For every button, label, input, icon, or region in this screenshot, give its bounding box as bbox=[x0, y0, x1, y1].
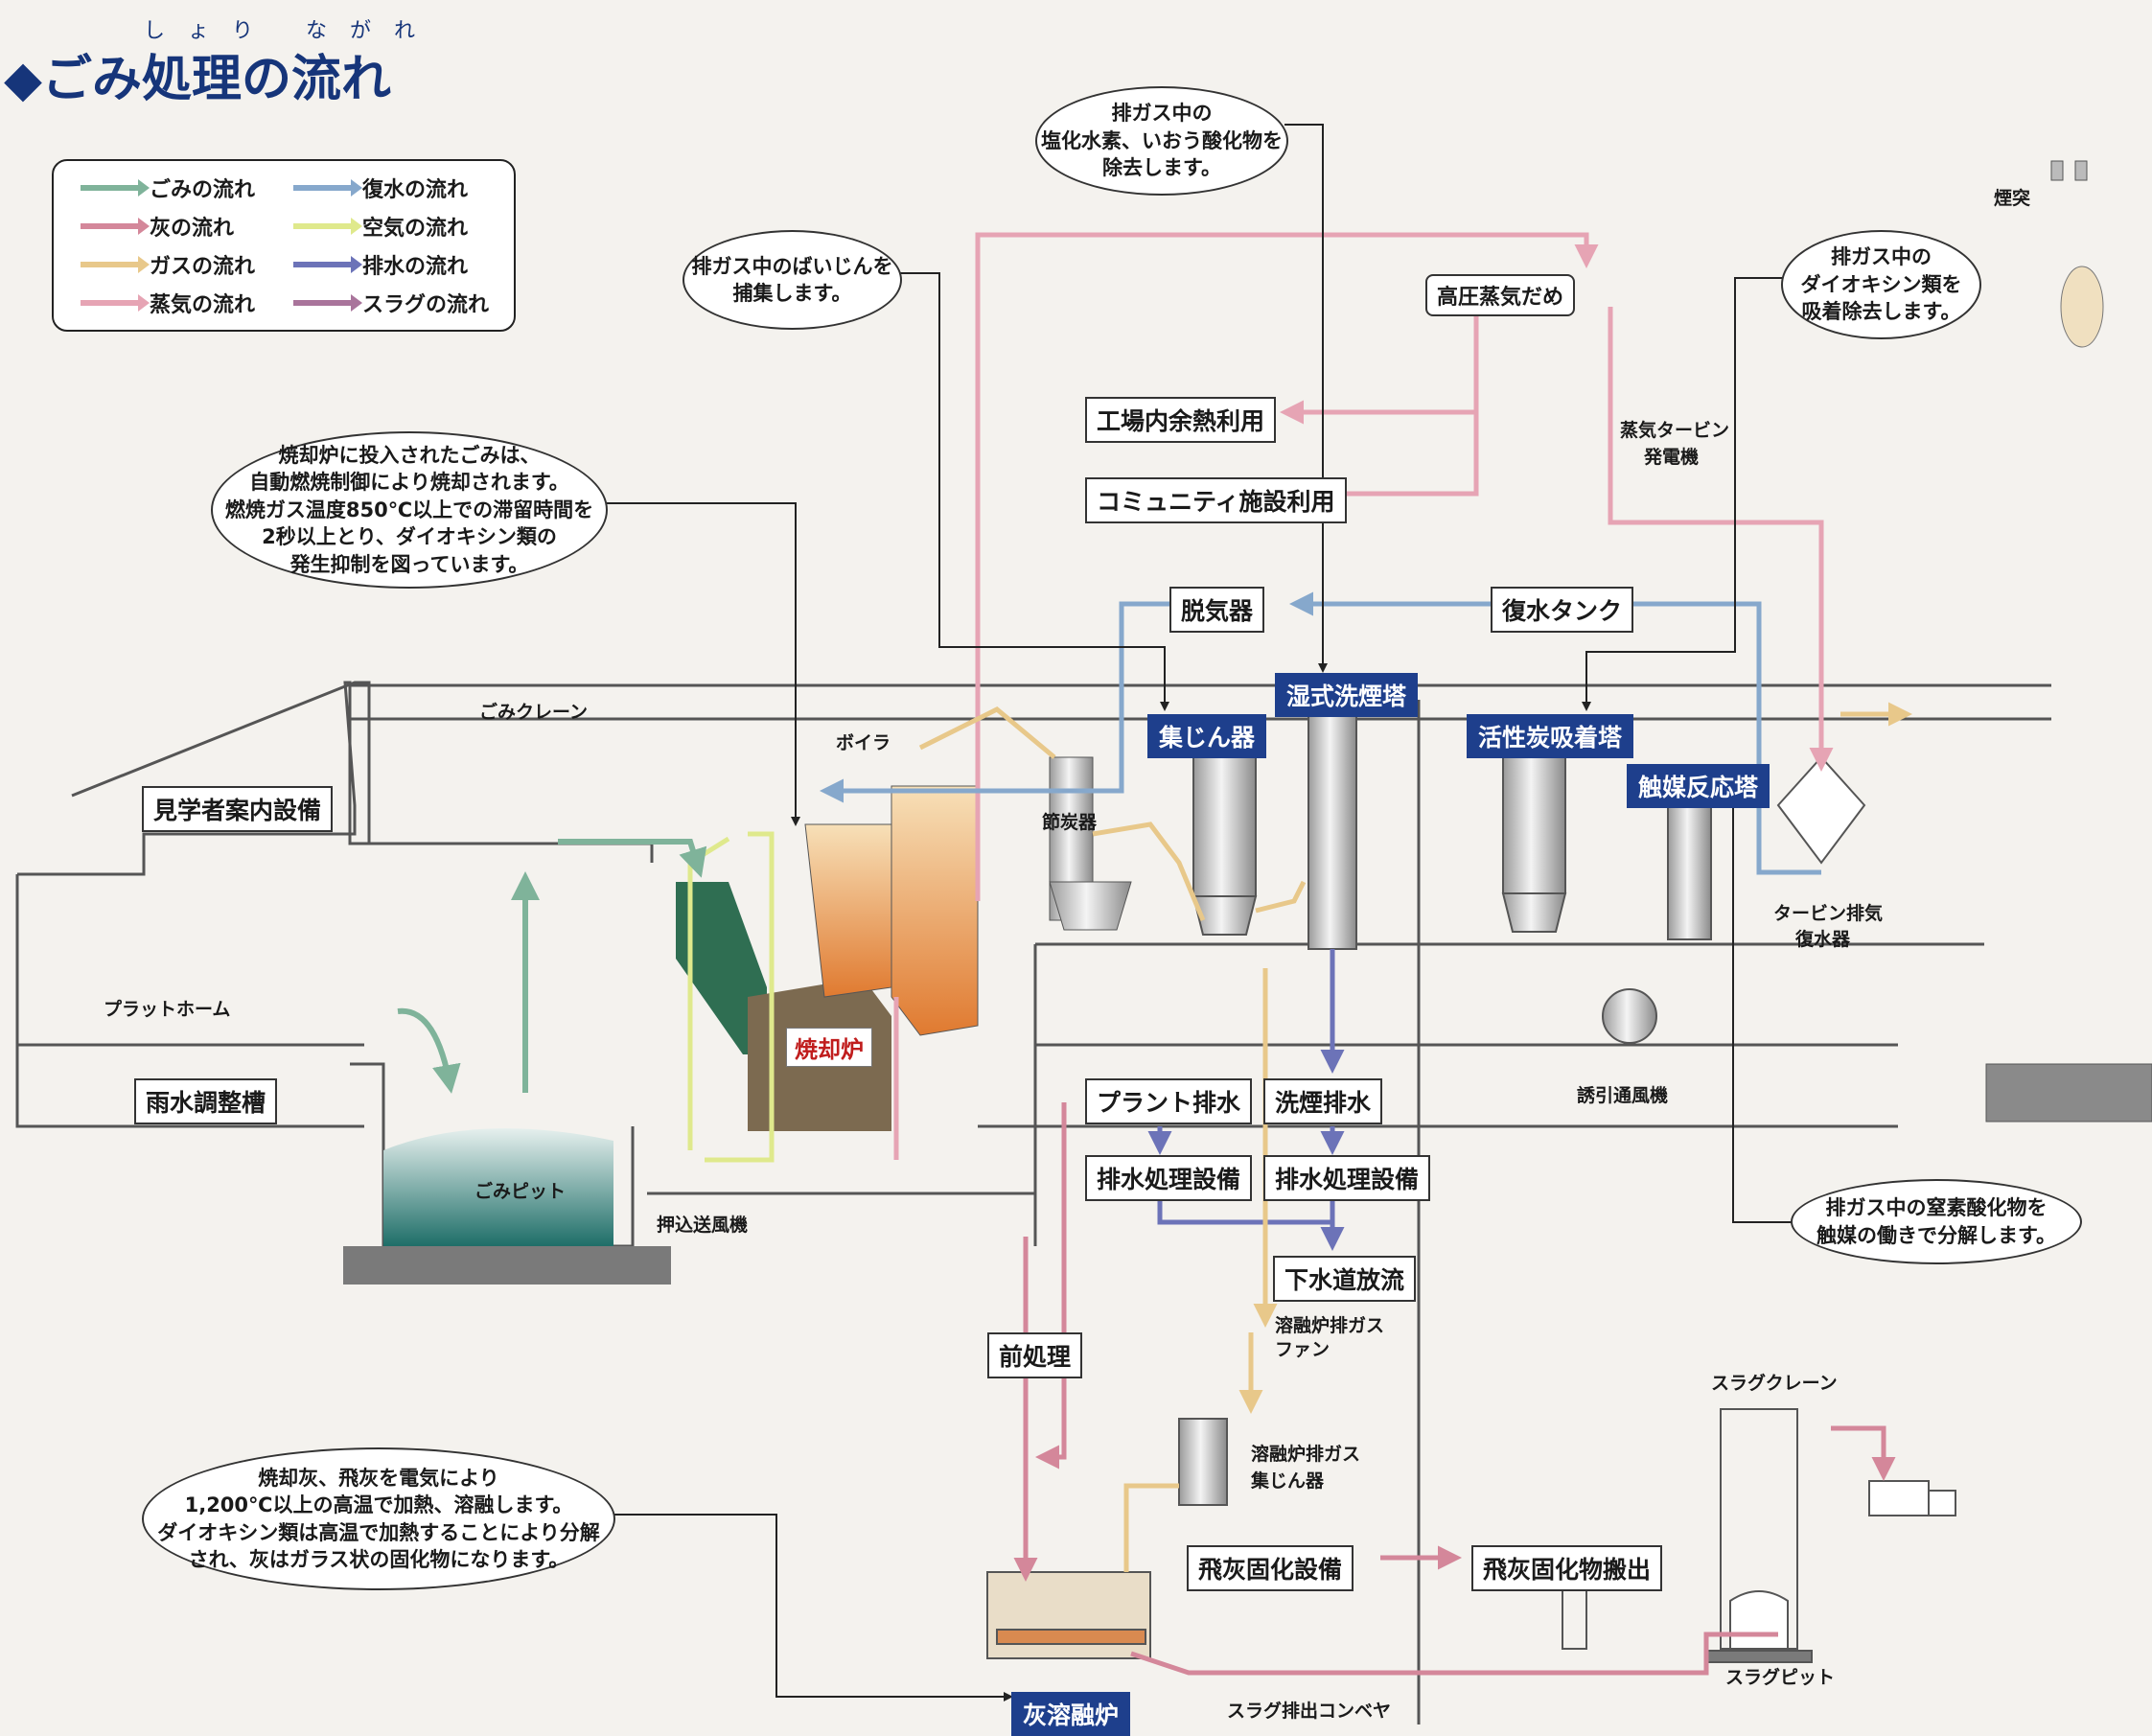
bubble-text: 排ガス中の窒素酸化物を bbox=[1825, 1196, 2048, 1220]
legend-item: 復水の流れ bbox=[293, 173, 468, 203]
legend-item: 空気の流れ bbox=[293, 211, 468, 242]
rain-tank-box: 雨水調整槽 bbox=[134, 1078, 278, 1124]
drain-treat-box: 排水処理設備 bbox=[1085, 1155, 1253, 1201]
legend-item: ガスの流れ bbox=[81, 249, 255, 280]
legend-arrow-icon bbox=[81, 218, 150, 235]
bubble-text: 排ガス中の bbox=[1831, 245, 1932, 269]
legend-item: 排水の流れ bbox=[293, 249, 468, 280]
melt-fan-label: 溶融炉排ガス bbox=[1275, 1315, 1385, 1336]
legend-arrow-icon bbox=[293, 294, 362, 312]
melt-fan-label: ファン bbox=[1275, 1339, 1331, 1360]
legend-item: ごみの流れ bbox=[81, 173, 255, 203]
building-outline bbox=[15, 681, 2051, 1724]
plant-drain-box: プラント排水 bbox=[1085, 1078, 1253, 1124]
catalyst-label: 触媒反応塔 bbox=[1627, 764, 1770, 808]
legend-item: 灰の流れ bbox=[81, 211, 234, 242]
bubble-text: 燃焼ガス温度850℃以上での滞留時間を bbox=[224, 498, 594, 521]
legend-item: スラグの流れ bbox=[293, 288, 489, 318]
melting-note-bubble: 焼却灰、飛灰を電気により 1,200℃以上の高温で加熱、溶融します。 ダイオキシ… bbox=[142, 1447, 615, 1590]
bubble-text: 塩化水素、いおう酸化物を bbox=[1041, 128, 1283, 152]
garbage-pit bbox=[343, 1062, 671, 1285]
page-title: ◆ごみ処理の流れ bbox=[4, 51, 391, 108]
platform-label: プラットホーム bbox=[104, 999, 231, 1020]
bubble-text: 除去します。 bbox=[1102, 156, 1221, 180]
steam-lines bbox=[893, 232, 1834, 1160]
condensate-lines bbox=[820, 591, 1821, 875]
bubble-text: され、灰はガラス状の固化物になります。 bbox=[188, 1547, 569, 1571]
visitor-box: 見学者案内設備 bbox=[142, 786, 334, 832]
generator-label: 発電機 bbox=[1644, 447, 1700, 468]
wash-drain-box: 洗煙排水 bbox=[1263, 1078, 1383, 1124]
nox-note-bubble: 排ガス中の窒素酸化物を 触媒の働きで分解します。 bbox=[1791, 1179, 2082, 1264]
bubble-text: 発生抑制を図っています。 bbox=[289, 552, 529, 576]
crane-label: ごみクレーン bbox=[479, 702, 589, 723]
turbine-label: 蒸気タービン bbox=[1620, 420, 1730, 441]
bubble-text: 自動燃焼制御により焼却されます。 bbox=[249, 471, 569, 495]
slag-pit-label: スラグピット bbox=[1725, 1667, 1836, 1688]
bubble-text: ダイオキシン類は高温で加熱することにより分解 bbox=[157, 1520, 600, 1544]
chimney-label: 煙突 bbox=[1994, 188, 2031, 209]
boiler-label: ボイラ bbox=[836, 732, 891, 753]
bubble-text: 2秒以上とり、ダイオキシン類の bbox=[262, 525, 557, 549]
turbine-condenser-label: タービン排気 bbox=[1773, 903, 1884, 924]
dust-collector-label: 集じん器 bbox=[1147, 714, 1267, 758]
community-box: コミュニティ施設利用 bbox=[1085, 477, 1347, 523]
wet-scrubber-label: 湿式洗煙塔 bbox=[1275, 673, 1419, 717]
legend-item: 蒸気の流れ bbox=[81, 288, 255, 318]
flyash-out-box: 飛灰固化物搬出 bbox=[1471, 1545, 1663, 1591]
bubble-text: 触媒の働きで分解します。 bbox=[1816, 1223, 2056, 1247]
slag-conveyor-label: スラグ排出コンベヤ bbox=[1227, 1701, 1392, 1722]
chimney bbox=[1985, 160, 2152, 1123]
legend-arrow-icon bbox=[293, 218, 362, 235]
leader-lines bbox=[604, 124, 1793, 1701]
legend-arrow-icon bbox=[81, 256, 150, 273]
slag-crane-label: スラグクレーン bbox=[1711, 1373, 1838, 1394]
pit-label: ごみピット bbox=[474, 1181, 567, 1202]
sewer-box: 下水道放流 bbox=[1273, 1256, 1417, 1302]
legend-arrow-icon bbox=[81, 179, 150, 197]
bubble-text: 捕集します。 bbox=[732, 282, 852, 305]
garbage-lines bbox=[397, 839, 707, 1094]
bubble-text: 吸着除去します。 bbox=[1801, 300, 1961, 324]
melt-dust-label: 集じん器 bbox=[1251, 1470, 1325, 1492]
incinerator-note-bubble: 焼却炉に投入されたごみは、 自動燃焼制御により焼却されます。 燃焼ガス温度850… bbox=[211, 431, 608, 589]
turbine-condenser-label: 復水器 bbox=[1795, 929, 1851, 950]
legend-arrow-icon bbox=[293, 179, 362, 197]
gas-lines bbox=[918, 702, 1912, 1572]
steam-header-box: 高圧蒸気だめ bbox=[1425, 274, 1576, 316]
bubble-text: 排ガス中の bbox=[1111, 102, 1213, 126]
dioxin-note-bubble: 排ガス中の ダイオキシン類を 吸着除去します。 bbox=[1781, 230, 1981, 339]
ash-melter-label: 灰溶融炉 bbox=[1011, 1692, 1131, 1736]
condensate-tank-box: 復水タンク bbox=[1491, 587, 1634, 633]
dust-note-bubble: 排ガス中のばいじんを 捕集します。 bbox=[683, 230, 902, 330]
bubble-text: 焼却炉に投入されたごみは、 bbox=[278, 444, 541, 468]
legend-arrow-icon bbox=[293, 256, 362, 273]
economizer-label: 節炭器 bbox=[1042, 812, 1098, 833]
deaerator-box: 脱気器 bbox=[1169, 587, 1265, 633]
bubble-text: ダイオキシン類を bbox=[1800, 272, 1962, 296]
hcl-note-bubble: 排ガス中の 塩化水素、いおう酸化物を 除去します。 bbox=[1035, 86, 1288, 196]
title-ruby: しょり ながれ bbox=[144, 19, 438, 43]
drain-treat-box: 排水処理設備 bbox=[1263, 1155, 1431, 1201]
push-fan-label: 押込送風機 bbox=[657, 1215, 749, 1236]
bubble-text: 1,200℃以上の高温で加熱、溶融します。 bbox=[184, 1493, 573, 1517]
pretreat-box: 前処理 bbox=[987, 1332, 1083, 1378]
bubble-text: 焼却灰、飛灰を電気により bbox=[258, 1466, 499, 1490]
legend-arrow-icon bbox=[81, 294, 150, 312]
melt-dust-label: 溶融炉排ガス bbox=[1251, 1444, 1361, 1465]
bubble-text: 排ガス中のばいじんを bbox=[691, 254, 893, 278]
incinerator-label: 焼却炉 bbox=[786, 1028, 872, 1067]
flyash-solid-box: 飛灰固化設備 bbox=[1187, 1545, 1354, 1591]
induced-fan-label: 誘引通風機 bbox=[1577, 1085, 1669, 1106]
legend: ごみの流れ 灰の流れ ガスの流れ 蒸気の流れ 復水の流れ 空気の流れ 排水の流れ… bbox=[52, 159, 516, 332]
plant-heat-box: 工場内余熱利用 bbox=[1085, 397, 1277, 443]
carbon-tower-label: 活性炭吸着塔 bbox=[1467, 714, 1634, 758]
